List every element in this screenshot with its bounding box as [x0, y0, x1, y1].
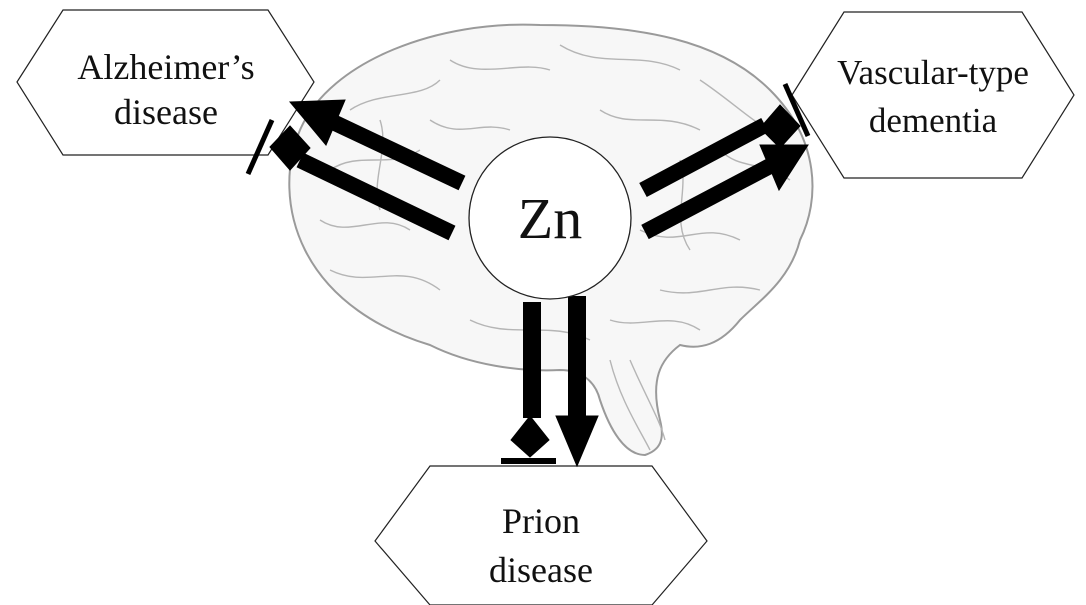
node-prion: Prion disease	[375, 466, 707, 605]
center-node: Zn	[469, 137, 631, 299]
hexagon-vascular	[792, 12, 1074, 178]
zn-label: Zn	[518, 186, 582, 251]
node-vascular-line1: Vascular-type	[837, 53, 1029, 92]
node-vascular-line2: dementia	[869, 101, 998, 140]
arrow-prion-right-head	[556, 416, 598, 466]
node-alzheimers-line2: disease	[114, 92, 218, 132]
node-prion-line2: disease	[489, 550, 593, 590]
node-prion-line1: Prion	[502, 501, 580, 541]
node-alzheimers: Alzheimer’s disease	[17, 10, 314, 155]
node-alzheimers-line1: Alzheimer’s	[77, 47, 254, 87]
node-vascular: Vascular-type dementia	[792, 12, 1074, 178]
arrow-prion-left-diamond	[511, 416, 549, 457]
